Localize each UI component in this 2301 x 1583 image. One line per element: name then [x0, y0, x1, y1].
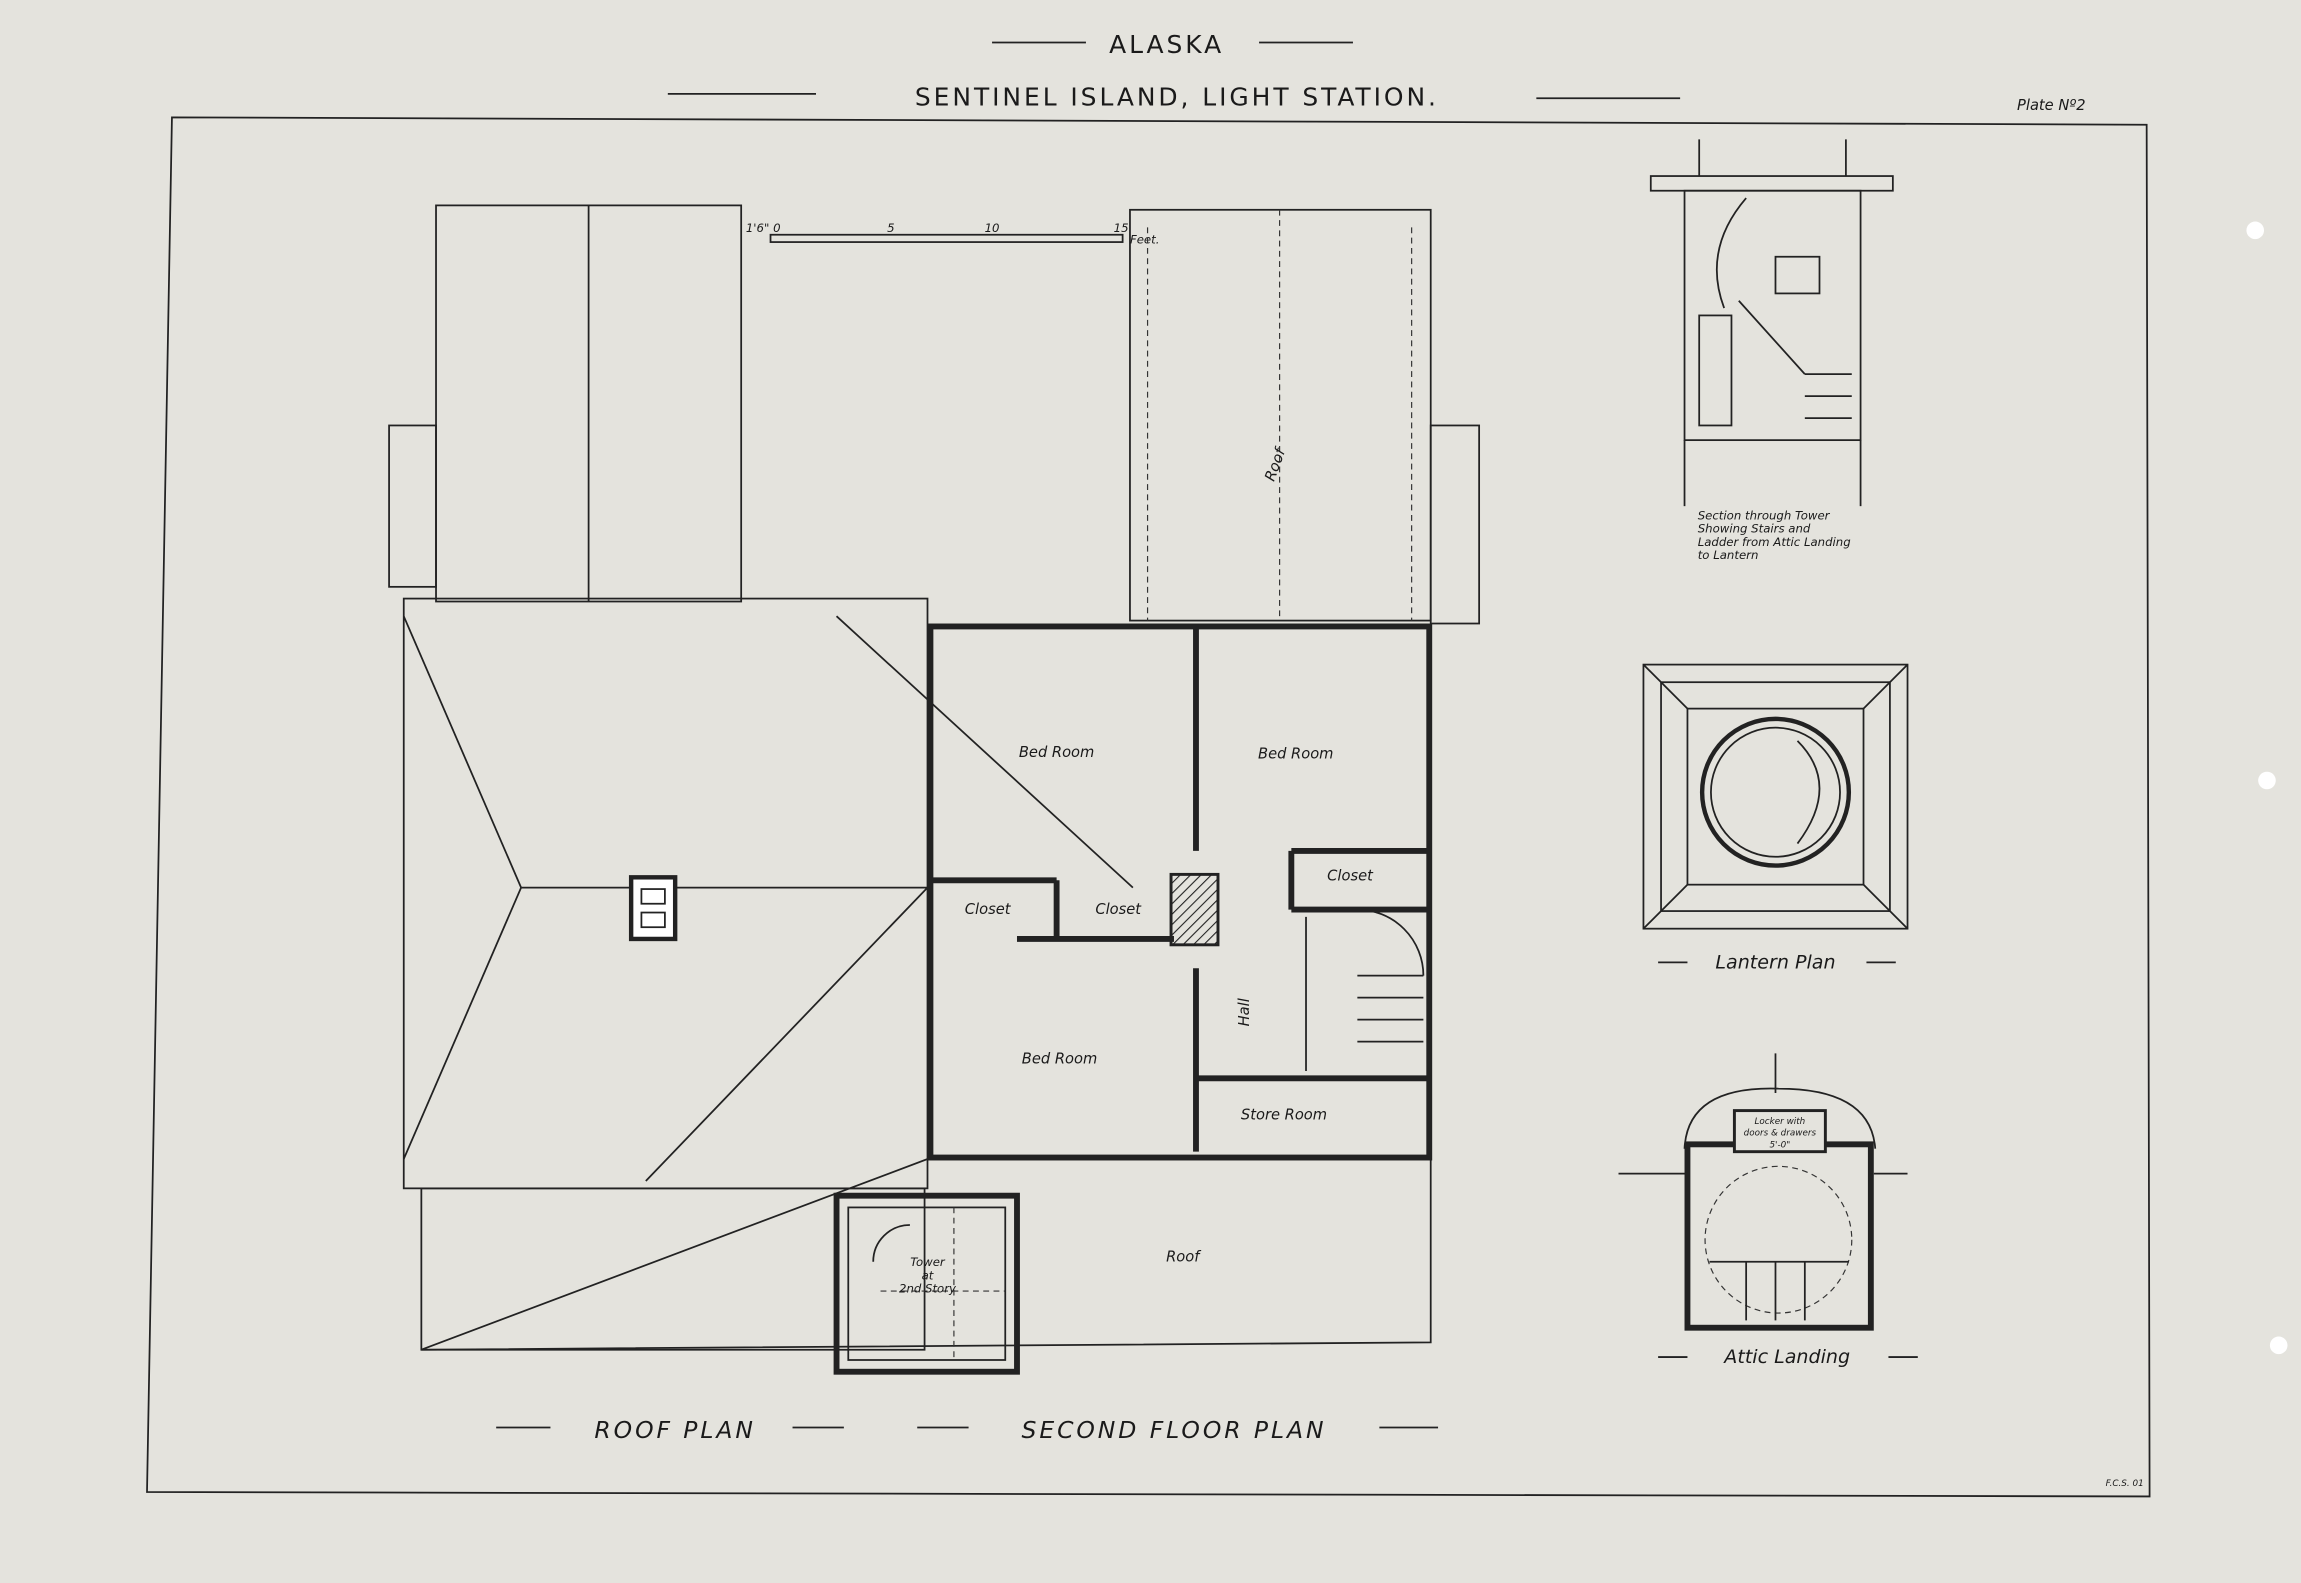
region-title: ALASKA — [1109, 30, 1224, 59]
chimney — [628, 875, 678, 942]
svg-text:Locker with: Locker with — [1755, 1117, 1806, 1127]
station-title: SENTINEL ISLAND, LIGHT STATION. — [915, 83, 1439, 112]
svg-text:5'-0": 5'-0" — [1769, 1140, 1790, 1150]
second-floor-plan-label: SECOND FLOOR PLAN — [1021, 1416, 1326, 1444]
room-label: Hall — [1236, 998, 1253, 1026]
room-label: Bed Room — [1258, 745, 1333, 762]
svg-text:15: 15 — [1114, 221, 1129, 235]
room-label: Bed Room — [1019, 744, 1094, 761]
svg-text:2nd Story: 2nd Story — [899, 1282, 957, 1296]
punch-hole — [2258, 771, 2276, 790]
plate-number: Plate Nº2 — [2017, 97, 2086, 114]
room-label: Closet — [1327, 867, 1374, 884]
room-label: Store Room — [1241, 1106, 1327, 1123]
room-label: Closet — [965, 901, 1012, 918]
tower-2nd-story: Tower at 2nd Story — [833, 1192, 1020, 1375]
roof-plan — [388, 204, 1134, 1351]
svg-text:Ladder from Attic Landing: Ladder from Attic Landing — [1698, 535, 1851, 549]
svg-text:Tower: Tower — [910, 1255, 946, 1269]
drawing-frame — [146, 116, 2151, 1498]
punch-hole — [2246, 221, 2265, 240]
svg-text:Section through Tower: Section through Tower — [1698, 508, 1831, 522]
lantern-plan-label: Lantern Plan — [1715, 951, 1835, 973]
signature: F.C.S. 01 — [2106, 1479, 2144, 1489]
svg-text:doors & drawers: doors & drawers — [1744, 1129, 1817, 1139]
svg-text:Showing Stairs and: Showing Stairs and — [1698, 522, 1811, 536]
attic-landing-label: Attic Landing — [1722, 1346, 1850, 1368]
room-label: Closet — [1095, 901, 1142, 918]
stairs — [1357, 974, 1424, 1043]
lantern-plan: Lantern Plan — [1642, 663, 1909, 973]
second-floor-plan: Roof Bed Room Bed Room Closet Closet Clo… — [421, 208, 1481, 1375]
svg-text:5: 5 — [887, 221, 894, 235]
svg-text:at: at — [922, 1268, 934, 1282]
roof-plan-label: ROOF PLAN — [594, 1416, 755, 1444]
svg-text:1'6" 0: 1'6" 0 — [746, 221, 781, 235]
attic-roof-outline — [1129, 208, 1432, 622]
tower-section: Section through Tower Showing Stairs and… — [1649, 139, 1894, 562]
svg-text:10: 10 — [985, 221, 1000, 235]
room-label: Roof — [1166, 1249, 1201, 1266]
attic-landing: Locker with doors & drawers 5'-0" Attic … — [1618, 1053, 1918, 1368]
svg-text:Feet.: Feet. — [1130, 233, 1159, 247]
room-label: Bed Room — [1022, 1051, 1097, 1068]
punch-hole — [2269, 1336, 2288, 1355]
header: ALASKA SENTINEL ISLAND, LIGHT STATION. P… — [667, 30, 2086, 114]
svg-text:Roof: Roof — [1262, 445, 1290, 484]
scale-bar: 1'6" 0 5 10 15 Feet. — [746, 221, 1160, 247]
stairs — [1738, 300, 1852, 420]
svg-text:to Lantern: to Lantern — [1698, 548, 1759, 562]
